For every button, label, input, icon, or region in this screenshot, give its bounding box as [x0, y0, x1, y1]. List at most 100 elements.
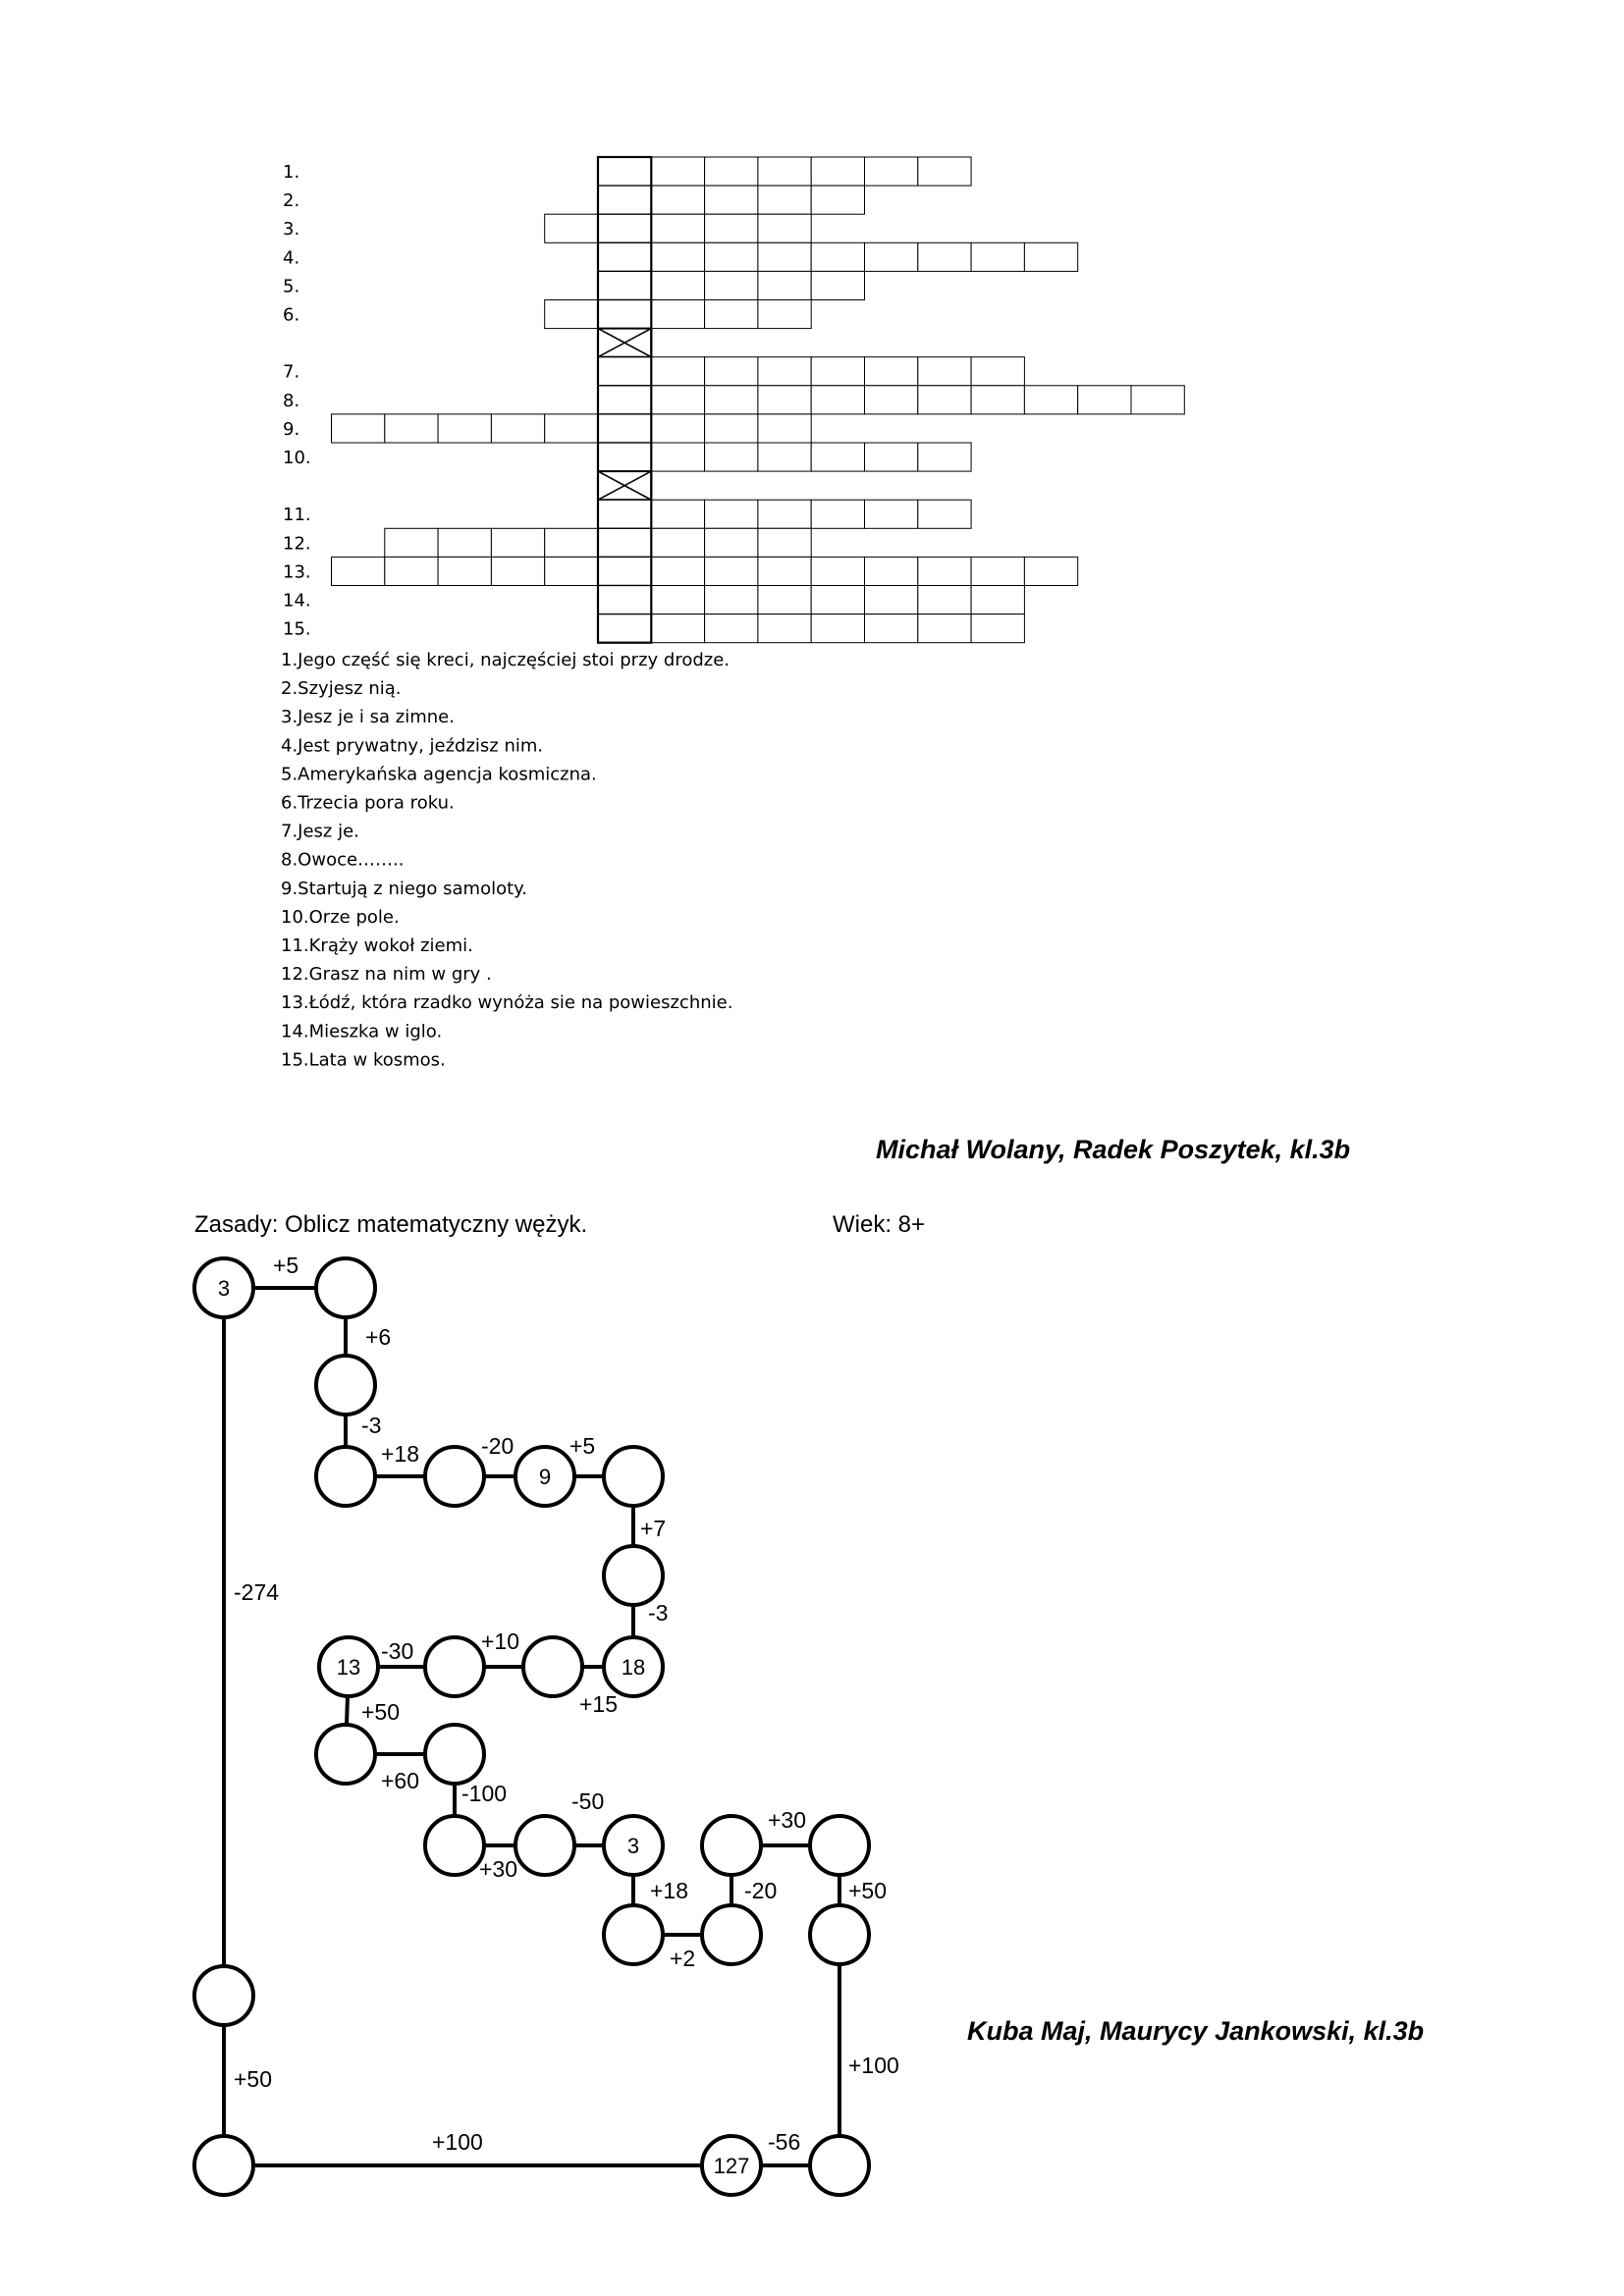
snake-node-blank[interactable]	[808, 2134, 871, 2197]
crossword-cell[interactable]	[757, 213, 812, 243]
snake-node-blank[interactable]	[423, 1814, 486, 1877]
snake-node-blank[interactable]	[423, 1723, 486, 1786]
snake-node-blank[interactable]	[808, 1903, 871, 1966]
crossword-cell[interactable]	[437, 556, 492, 587]
crossword-cell[interactable]	[917, 585, 972, 615]
crossword-cell[interactable]	[810, 442, 866, 472]
crossword-cell[interactable]	[864, 585, 919, 615]
snake-node-blank[interactable]	[700, 1903, 763, 1966]
crossword-cell[interactable]	[757, 356, 812, 387]
crossword-cell[interactable]	[1023, 556, 1079, 587]
answer-column-cell[interactable]	[597, 356, 652, 387]
crossword-cell[interactable]	[704, 413, 759, 444]
crossword-cell[interactable]	[650, 585, 706, 615]
crossword-cell[interactable]	[1023, 385, 1079, 415]
crossword-cell[interactable]	[544, 527, 599, 558]
crossword-cell[interactable]	[544, 413, 599, 444]
snake-node-blank[interactable]	[521, 1635, 584, 1698]
snake-node-blank[interactable]	[314, 1256, 377, 1319]
crossword-cell[interactable]	[1023, 241, 1079, 272]
snake-node-blank[interactable]	[602, 1544, 665, 1607]
crossword-cell[interactable]	[810, 241, 866, 272]
crossword-cell[interactable]	[331, 413, 386, 444]
crossword-cell[interactable]	[970, 585, 1025, 615]
crossword-cell[interactable]	[490, 556, 546, 587]
crossword-cell[interactable]	[970, 356, 1025, 387]
crossword-cell[interactable]	[757, 413, 812, 444]
crossword-cell[interactable]	[757, 614, 812, 644]
answer-column-cell[interactable]	[597, 385, 652, 415]
snake-node-blank[interactable]	[700, 1814, 763, 1877]
crossword-cell[interactable]	[704, 356, 759, 387]
answer-column-cell[interactable]	[597, 442, 652, 472]
crossword-cell[interactable]	[384, 413, 439, 444]
crossword-cell[interactable]	[650, 213, 706, 243]
crossword-cell[interactable]	[917, 356, 972, 387]
crossword-cell[interactable]	[810, 185, 866, 215]
snake-node-blank[interactable]	[192, 2134, 255, 2197]
answer-column-cell[interactable]	[597, 213, 652, 243]
crossword-cell[interactable]	[704, 442, 759, 472]
crossword-cell[interactable]	[704, 556, 759, 587]
crossword-cell[interactable]	[970, 385, 1025, 415]
answer-column-cell[interactable]	[597, 156, 652, 187]
crossword-cell[interactable]	[437, 413, 492, 444]
snake-node-blank[interactable]	[423, 1445, 486, 1508]
crossword-cell[interactable]	[704, 527, 759, 558]
crossword-cell[interactable]	[704, 185, 759, 215]
crossword-cell[interactable]	[810, 356, 866, 387]
crossword-cell[interactable]	[544, 213, 599, 243]
crossword-cell[interactable]	[810, 556, 866, 587]
crossword-cell[interactable]	[384, 556, 439, 587]
crossword-cell[interactable]	[650, 442, 706, 472]
crossword-cell[interactable]	[544, 299, 599, 330]
crossword-cell[interactable]	[437, 527, 492, 558]
crossword-cell[interactable]	[810, 614, 866, 644]
crossword-cell[interactable]	[704, 213, 759, 243]
crossword-cell[interactable]	[704, 156, 759, 187]
crossword-cell[interactable]	[650, 156, 706, 187]
crossword-cell[interactable]	[544, 556, 599, 587]
crossword-cell[interactable]	[757, 156, 812, 187]
answer-column-cell[interactable]	[597, 413, 652, 444]
crossword-cell[interactable]	[650, 185, 706, 215]
crossword-cell[interactable]	[864, 241, 919, 272]
crossword-cell[interactable]	[490, 527, 546, 558]
crossword-cell[interactable]	[970, 556, 1025, 587]
crossword-cell[interactable]	[650, 241, 706, 272]
snake-node-blank[interactable]	[192, 1964, 255, 2027]
crossword-cell[interactable]	[704, 299, 759, 330]
crossword-cell[interactable]	[1130, 385, 1185, 415]
crossword-cell[interactable]	[810, 585, 866, 615]
crossword-cell[interactable]	[650, 299, 706, 330]
crossword-cell[interactable]	[864, 614, 919, 644]
crossword-cell[interactable]	[704, 499, 759, 529]
crossword-cell[interactable]	[757, 385, 812, 415]
crossword-cell[interactable]	[810, 499, 866, 529]
crossword-cell[interactable]	[650, 556, 706, 587]
crossword-cell[interactable]	[917, 556, 972, 587]
crossword-cell[interactable]	[704, 270, 759, 300]
answer-column-cell[interactable]	[597, 298, 652, 330]
crossword-cell[interactable]	[917, 442, 972, 472]
crossword-cell[interactable]	[917, 156, 972, 187]
crossword-cell[interactable]	[757, 185, 812, 215]
crossword-cell[interactable]	[757, 585, 812, 615]
crossword-cell[interactable]	[757, 556, 812, 587]
crossword-cell[interactable]	[331, 556, 386, 587]
answer-column-cell[interactable]	[597, 270, 652, 301]
snake-node-blank[interactable]	[514, 1814, 576, 1877]
crossword-cell[interactable]	[650, 270, 706, 300]
crossword-cell[interactable]	[917, 614, 972, 644]
crossword-cell[interactable]	[810, 385, 866, 415]
crossword-cell[interactable]	[917, 385, 972, 415]
crossword-cell[interactable]	[917, 499, 972, 529]
crossword-cell[interactable]	[970, 241, 1025, 272]
crossword-cell[interactable]	[650, 614, 706, 644]
crossword-cell[interactable]	[864, 499, 919, 529]
crossword-cell[interactable]	[864, 556, 919, 587]
snake-node-blank[interactable]	[808, 1814, 871, 1877]
crossword-cell[interactable]	[704, 585, 759, 615]
crossword-cell[interactable]	[650, 413, 706, 444]
crossword-cell[interactable]	[650, 499, 706, 529]
